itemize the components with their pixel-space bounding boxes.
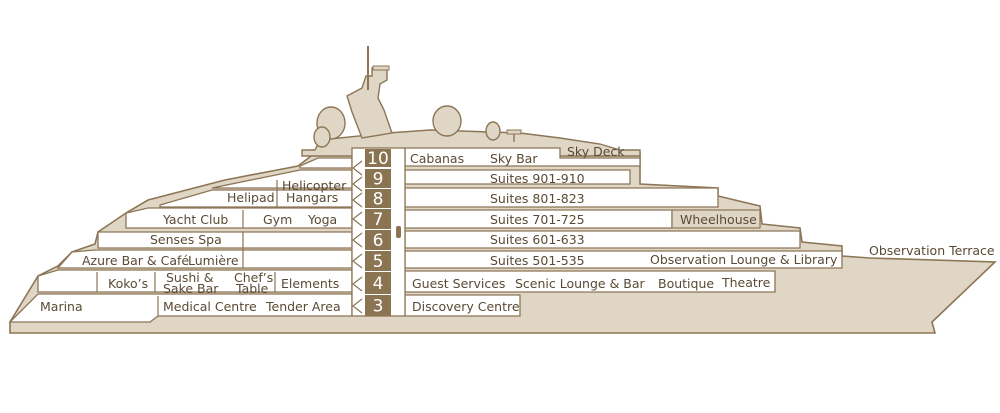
deck-number-9: 9 xyxy=(373,170,384,190)
radome-small-right xyxy=(485,121,501,141)
label-gym: Gym xyxy=(263,212,292,227)
label-tender-area: Tender Area xyxy=(265,299,341,314)
label-sushi-1: Sushi & xyxy=(166,270,214,285)
deck-number-5: 5 xyxy=(373,252,384,272)
deck-number-box xyxy=(365,189,391,208)
elevator-icon xyxy=(396,226,401,238)
label-suites-8: Suites 801-823 xyxy=(490,191,585,206)
label-chefs-table-2: Table xyxy=(235,281,269,296)
label-suites-9: Suites 901-910 xyxy=(490,171,585,186)
label-suites-6: Suites 601-633 xyxy=(490,232,585,247)
label-sushi-2: Sake Bar xyxy=(163,281,219,296)
label-boutique: Boutique xyxy=(658,276,714,291)
deck-number-box xyxy=(365,230,391,250)
deck-number-box xyxy=(365,295,391,316)
label-cabanas: Cabanas xyxy=(410,151,464,166)
label-kokos: Koko’s xyxy=(108,276,148,291)
wheelhouse-box xyxy=(671,209,761,229)
label-suites-7: Suites 701-725 xyxy=(490,212,585,227)
mast xyxy=(346,67,393,139)
deck-number-box xyxy=(365,272,391,294)
label-senses-spa: Senses Spa xyxy=(150,232,222,247)
label-chefs-table-1: Chef’s xyxy=(234,270,273,285)
label-medical-centre: Medical Centre xyxy=(163,299,257,314)
deck-number-6: 6 xyxy=(373,231,384,251)
antenna-post xyxy=(506,129,522,135)
deck-number-box xyxy=(365,169,391,188)
deck-number-10: 10 xyxy=(367,149,389,169)
label-discovery-centre: Discovery Centre xyxy=(412,299,520,314)
label-marina: Marina xyxy=(40,299,83,314)
label-sky-bar: Sky Bar xyxy=(490,151,538,166)
label-observation-lounge: Observation Lounge & Library xyxy=(650,252,838,267)
stair-arrows xyxy=(352,160,363,314)
radome-large-right xyxy=(432,105,462,137)
deck-number-7: 7 xyxy=(373,210,384,230)
deck-number-8: 8 xyxy=(373,190,384,210)
deck-bands xyxy=(8,147,843,323)
room-dividers xyxy=(96,180,278,316)
label-helicopter-hangars-2: Hangars xyxy=(286,190,338,205)
deck-number-box xyxy=(365,149,391,167)
label-azure-bar: Azure Bar & Café xyxy=(82,253,189,268)
label-sky-deck: Sky Deck xyxy=(567,144,625,159)
label-theatre: Theatre xyxy=(721,275,771,290)
label-helipad: Helipad xyxy=(227,190,275,205)
radome-small-left xyxy=(313,126,331,148)
label-elements: Elements xyxy=(281,276,339,291)
label-lumiere: Lumière xyxy=(188,253,239,268)
label-suites-5: Suites 501-535 xyxy=(490,253,585,268)
deck-number-3: 3 xyxy=(373,297,384,317)
label-observation-terrace: Observation Terrace xyxy=(869,243,995,258)
label-guest-services: Guest Services xyxy=(412,276,505,291)
deck-number-box xyxy=(365,251,391,271)
label-yacht-club: Yacht Club xyxy=(162,212,228,227)
label-scenic-lounge: Scenic Lounge & Bar xyxy=(515,276,646,291)
mast-crossbar xyxy=(372,65,390,71)
deck-number-4: 4 xyxy=(373,274,384,294)
label-wheelhouse: Wheelhouse xyxy=(680,212,757,227)
label-helicopter-hangars-1: Helicopter xyxy=(282,178,347,193)
label-yoga: Yoga xyxy=(307,212,337,227)
deck-number-box xyxy=(365,209,391,229)
